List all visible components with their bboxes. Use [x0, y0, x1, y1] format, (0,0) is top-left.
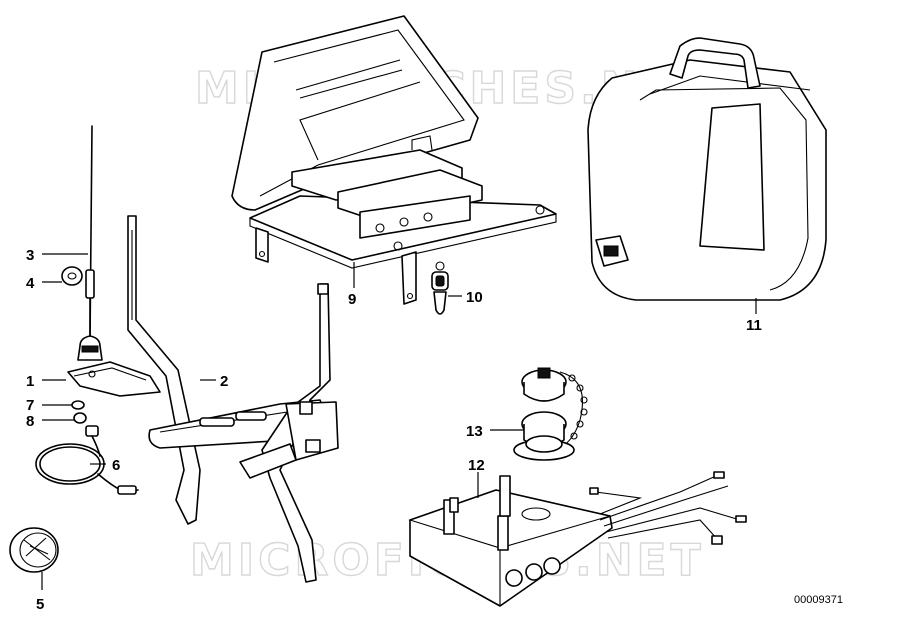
antenna-bracket: [67, 361, 161, 397]
callout-4: 4: [26, 275, 35, 292]
antenna: [85, 125, 95, 343]
document-number: 00009371: [794, 594, 843, 606]
grommet: [61, 266, 83, 286]
coax-cable: [35, 435, 139, 495]
callout-12: 12: [468, 457, 485, 474]
leader-lines: [41, 253, 757, 590]
callout-8: 8: [26, 413, 34, 430]
callout-11: 11: [746, 317, 762, 334]
callout-13: 13: [466, 423, 483, 440]
callout-10: 10: [466, 289, 483, 306]
callout-2: 2: [220, 373, 228, 390]
callout-9: 9: [348, 291, 356, 308]
control-box: [408, 471, 747, 607]
callout-5: 5: [36, 596, 44, 613]
callout-6: 6: [112, 457, 120, 474]
antenna-base: [77, 335, 103, 361]
filler-cap: [513, 367, 588, 461]
callout-7: 7: [26, 397, 34, 414]
carrier-frame: [127, 215, 339, 583]
washer-nut: [71, 400, 99, 437]
callout-1: 1: [26, 373, 34, 390]
lock-cylinder-with-key: [431, 261, 449, 315]
callout-3: 3: [26, 247, 34, 264]
closed-case: [587, 37, 827, 301]
round-reflector: [9, 527, 59, 573]
top-case-open: [231, 15, 557, 305]
